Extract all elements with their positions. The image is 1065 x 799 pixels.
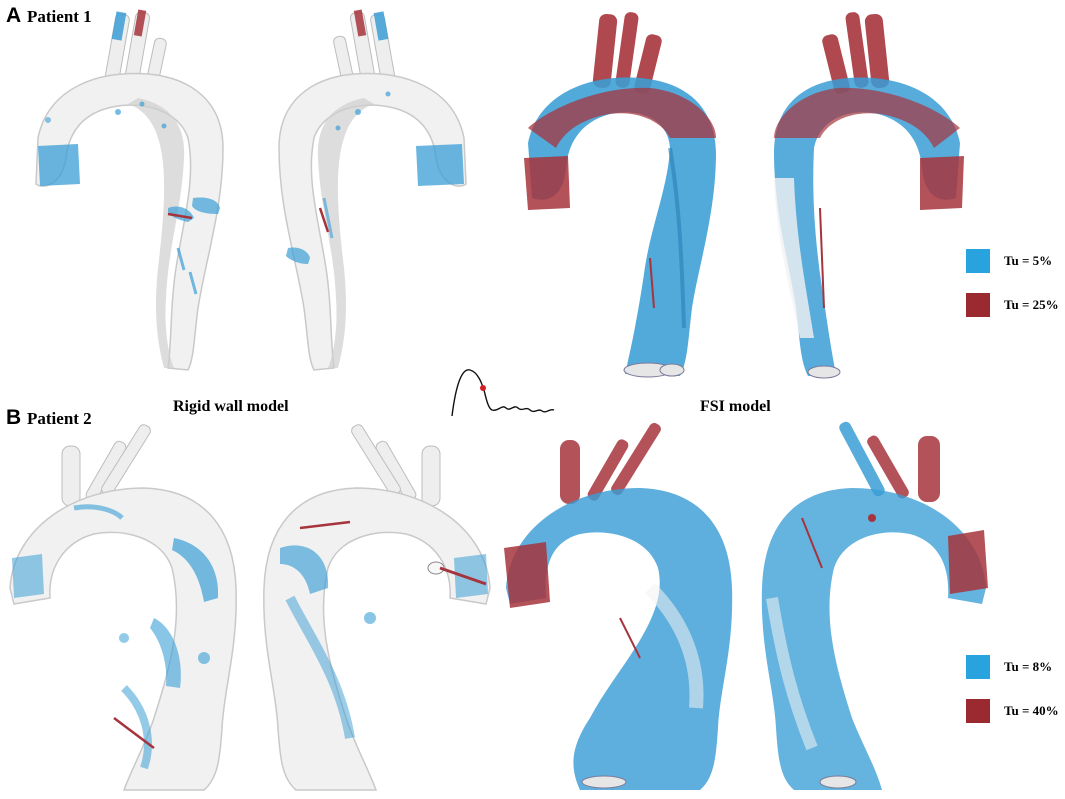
patient2-fsi-view1 — [500, 418, 750, 798]
legend-label: Tu = 25% — [1004, 297, 1059, 312]
patient1-fsi-view2 — [760, 8, 970, 393]
legend-a-item-high: Tu = 25% — [966, 293, 1059, 317]
legend-b-item-low: Tu = 8% — [966, 655, 1052, 679]
patient1-fsi-view1 — [520, 8, 740, 393]
legend-b-item-high: Tu = 40% — [966, 699, 1059, 723]
legend-a-item-low: Tu = 5% — [966, 249, 1052, 273]
legend-swatch — [966, 249, 990, 273]
legend-label: Tu = 5% — [1004, 253, 1053, 268]
flow-waveform-inset — [448, 364, 558, 426]
panel-b-letter: B — [6, 406, 22, 429]
panel-a-letter: A — [6, 4, 22, 27]
patient2-fsi-view2 — [752, 418, 992, 798]
panel-b-title: Patient 2 — [27, 409, 92, 428]
legend-label: Tu = 40% — [1004, 703, 1059, 718]
rigid-wall-column-title: Rigid wall model — [173, 398, 289, 415]
legend-swatch — [966, 699, 990, 723]
patient1-rigid-view2 — [268, 8, 488, 383]
fsi-column-title: FSI model — [700, 398, 771, 415]
patient2-rigid-view2 — [250, 418, 500, 798]
legend-label: Tu = 8% — [1004, 659, 1053, 674]
patient1-rigid-view1 — [18, 8, 248, 383]
waveform-time-marker — [480, 385, 486, 391]
patient2-rigid-view1 — [4, 418, 254, 798]
legend-swatch — [966, 293, 990, 317]
legend-swatch — [966, 655, 990, 679]
panel-a-title: Patient 1 — [27, 7, 92, 26]
